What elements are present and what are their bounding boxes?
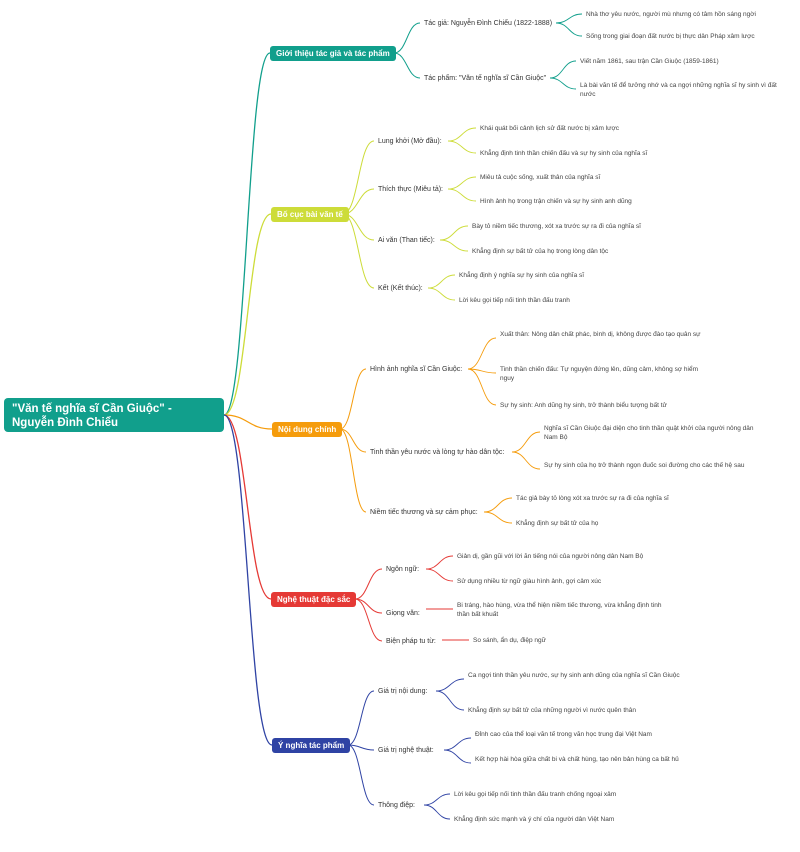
leaf-gnt-1: Đỉnh cao của thể loại văn tế trong văn h… [475,731,652,738]
leaf-gnd-2: Khẳng định sự bất tử của những người vì … [468,707,636,714]
leaf-tt-2: Hình ảnh họ trong trận chiến và sự hy si… [480,198,632,205]
link-root-branch-2 [223,414,273,430]
sub-thong-diep[interactable]: Thông điệp: [378,802,415,809]
link-root-branch-0 [223,52,271,416]
link-branch-sub-3-2 [354,598,383,642]
link-branch-sub-0-0 [393,22,421,54]
leaf-nn-2: Sử dụng nhiều từ ngữ giàu hình ảnh, gợi … [457,578,602,585]
link-sub-leaf-4-1-0 [443,737,472,751]
link-branch-sub-3-0 [354,568,383,600]
link-sub-leaf-4-2-0 [423,793,451,806]
link-sub-leaf-2-0-2 [467,368,497,406]
leaf-author-1: Nhà thơ yêu nước, người mù nhưng có tâm … [586,11,756,18]
link-branch-sub-2-0 [339,368,367,430]
link-sub-leaf-2-0-0 [467,337,497,370]
sub-thich-thuc[interactable]: Thích thực (Miêu tả): [378,186,443,193]
sub-ket[interactable]: Kết (Kết thúc): [378,285,423,292]
root-topic[interactable]: "Văn tế nghĩa sĩ Cần Giuộc" - Nguyễn Đìn… [4,398,224,432]
leaf-gnt-2: Kết hợp hài hòa giữa chất bi và chất hùn… [475,756,679,763]
link-sub-leaf-1-2-0 [439,225,469,241]
link-sub-leaf-2-1-0 [511,431,541,453]
leaf-bp-1: So sánh, ẩn dụ, điệp ngữ [473,637,547,644]
sub-bien-phap[interactable]: Biện pháp tu từ: [386,638,436,645]
leaf-work-1: Viết năm 1861, sau trận Cần Giuộc (1859-… [580,58,719,65]
leaf-nn-1: Giản dị, gần gũi với lời ăn tiếng nói củ… [457,553,644,560]
link-root-branch-1 [223,213,272,416]
link-sub-leaf-0-1-0 [549,60,577,79]
leaf-td-1: Lời kêu gọi tiếp nối tinh thần đấu tranh… [454,791,617,798]
leaf-ha-3: Sự hy sinh: Anh dũng hy sinh, trở thành … [500,402,667,409]
leaf-gv-1: Bi tráng, hào hùng, vừa thể hiện niềm ti… [457,602,662,618]
leaf-k-2: Lời kêu gọi tiếp nối tinh thần đấu tranh [459,297,570,304]
leaf-nt-1: Tác giả bày tỏ lòng xót xa trước sự ra đ… [516,495,669,502]
leaf-av-1: Bày tỏ niềm tiếc thương, xót xa trước sự… [472,223,641,230]
leaf-ha-1: Xuất thân: Nông dân chất phác, bình dị, … [500,331,701,338]
link-sub-leaf-4-0-1 [435,690,465,711]
branch-art[interactable]: Nghệ thuật đặc sắc [271,592,357,607]
link-sub-leaf-0-1-1 [549,77,577,90]
sub-ai-van[interactable]: Ai văn (Than tiếc): [378,237,435,244]
leaf-lk-2: Khẳng định tinh thần chiến đấu và sự hy … [480,150,648,157]
sub-gt-noi-dung[interactable]: Giá trị nội dung: [378,688,428,695]
branch-meaning[interactable]: Ý nghĩa tác phẩm [272,738,351,753]
link-sub-leaf-0-0-1 [555,22,583,37]
leaf-ha-2: Tinh thần chiến đấu: Tự nguyện đứng lên,… [500,366,698,382]
link-sub-leaf-2-1-1 [511,451,541,470]
branch-content[interactable]: Nội dung chính [272,422,343,437]
link-sub-leaf-4-0-0 [435,678,465,692]
sub-work[interactable]: Tác phẩm: "Văn tế nghĩa sĩ Cần Giuộc" [424,75,547,82]
link-sub-leaf-4-2-1 [423,804,451,820]
sub-gt-nghe-thuat[interactable]: Giá trị nghệ thuật: [378,747,434,754]
link-branch-sub-4-1 [347,744,375,751]
sub-niem-tiec[interactable]: Niềm tiếc thương và sự cảm phục: [370,509,478,516]
link-sub-leaf-1-2-1 [439,239,469,252]
link-sub-leaf-1-3-0 [427,274,456,289]
link-root-branch-4 [223,414,273,746]
link-sub-leaf-3-0-0 [425,555,454,570]
leaf-work-2: Là bài văn tế để tưởng nhớ và ca ngợi nh… [580,82,777,98]
link-sub-leaf-1-1-0 [447,176,477,190]
leaf-lk-1: Khái quát bối cảnh lịch sử đất nước bị x… [480,125,620,132]
leaf-author-2: Sống trong giai đoạn đất nước bị thực dâ… [586,33,755,40]
leaf-ts-1: Nghĩa sĩ Cần Giuộc đại diện cho tinh thầ… [544,425,754,441]
branch-intro[interactable]: Giới thiệu tác giả và tác phẩm [270,46,396,61]
leaf-gnd-1: Ca ngợi tinh thần yêu nước, sự hy sinh a… [468,672,680,679]
sub-tinh-than[interactable]: Tinh thần yêu nước và lòng tự hào dân tộ… [370,449,505,456]
sub-lung-khoi[interactable]: Lung khởi (Mở đầu): [378,138,442,145]
sub-giong-van[interactable]: Giọng văn: [386,610,420,617]
link-sub-leaf-1-3-1 [427,287,456,301]
link-sub-leaf-3-0-1 [425,568,454,582]
link-root-branch-3 [223,414,272,600]
link-sub-leaf-0-0-0 [555,13,583,24]
sub-author[interactable]: Tác giả: Nguyễn Đình Chiểu (1822-1888) [424,20,553,27]
leaf-av-2: Khẳng định sự bất tử của họ trong lòng d… [472,248,609,255]
link-sub-leaf-2-2-1 [483,511,513,524]
link-branch-sub-1-0 [342,140,375,215]
link-sub-leaf-2-0-1 [467,368,497,374]
link-sub-leaf-2-2-0 [483,497,513,513]
link-sub-leaf-1-1-1 [447,188,477,202]
leaf-td-2: Khẳng định sức mạnh và ý chí của người d… [454,816,615,823]
link-sub-leaf-1-0-1 [447,140,477,154]
link-branch-sub-0-1 [393,52,421,79]
leaf-tt-1: Miêu tả cuộc sống, xuất thân của nghĩa s… [480,174,601,181]
branch-structure[interactable]: Bố cục bài văn tế [271,207,349,222]
link-branch-sub-1-3 [342,213,375,289]
sub-ngon-ngu[interactable]: Ngôn ngữ: [386,566,420,573]
link-branch-sub-4-2 [347,744,375,806]
link-branch-sub-2-2 [339,428,367,513]
leaf-nt-2: Khẳng định sự bất tử của họ [516,520,599,527]
leaf-k-1: Khẳng định ý nghĩa sự hy sinh của nghĩa … [459,272,585,279]
link-branch-sub-4-0 [347,690,375,746]
leaf-ts-2: Sự hy sinh của họ trở thành ngọn đuốc so… [544,462,745,469]
link-branch-sub-2-1 [339,428,367,453]
link-sub-leaf-4-1-1 [443,749,472,764]
sub-hinh-anh[interactable]: Hình ảnh nghĩa sĩ Cần Giuộc: [370,366,463,373]
link-sub-leaf-1-0-0 [447,127,477,142]
